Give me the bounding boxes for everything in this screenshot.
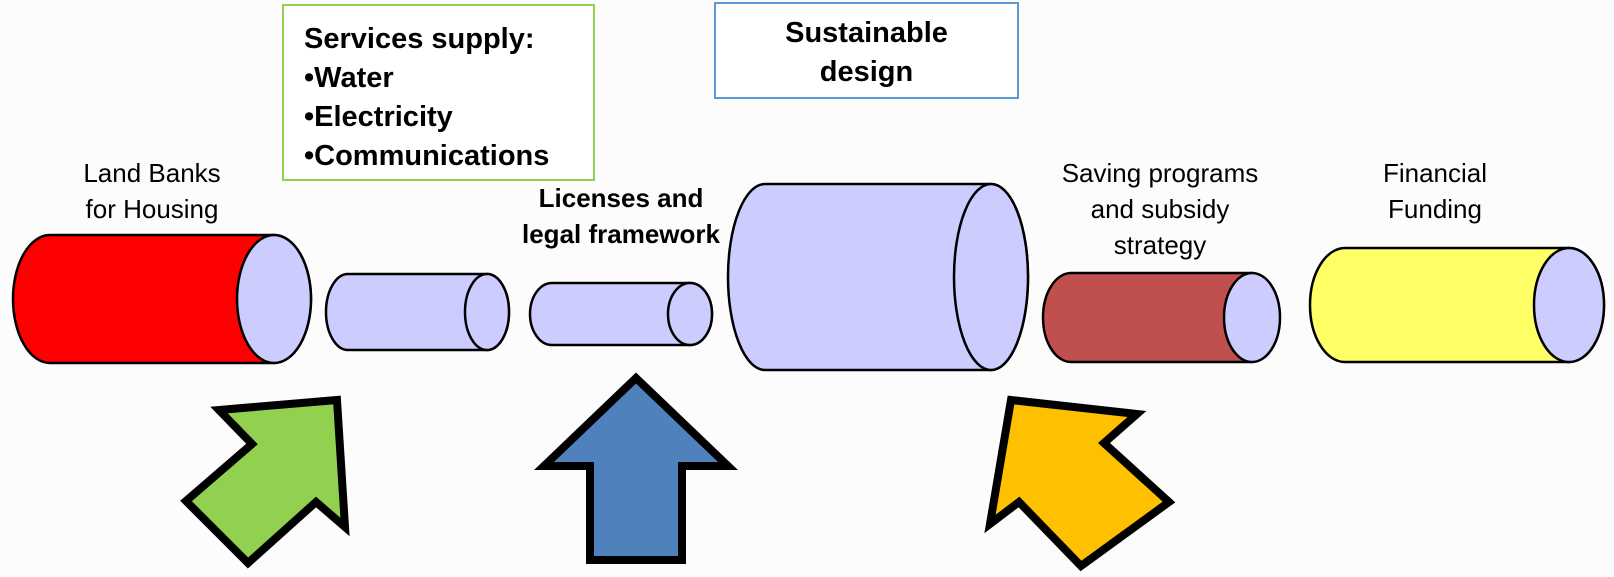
licenses-label-line-2: legal framework [522, 219, 720, 249]
financial-funding-pipe-end [1532, 246, 1606, 364]
services-supply-title: Services supply: [304, 23, 535, 55]
sustainable-design-box: Sustainable design [714, 2, 1019, 99]
financial-funding-label-line-2: Funding [1388, 194, 1482, 224]
sustainable-design-line-1: Sustainable [785, 17, 948, 49]
design-pipe-end [952, 182, 1030, 372]
licenses-pipe [528, 281, 714, 347]
land-banks-pipe [11, 233, 313, 365]
financial-funding-label: Financial Funding [1350, 155, 1520, 227]
land-banks-label: Land Banks for Housing [52, 155, 252, 227]
financial-funding-pipe [1308, 246, 1606, 364]
services-item-communications: •Communications [304, 140, 550, 172]
saving-programs-label: Saving programs and subsidy strategy [1040, 155, 1280, 263]
services-item-water: •Water [304, 62, 394, 94]
financial-funding-label-line-1: Financial [1382, 158, 1488, 188]
licenses-label: Licenses and legal framework [502, 180, 740, 252]
blue-arrow-icon [534, 372, 738, 564]
saving-programs-pipe-end [1222, 271, 1282, 364]
services-supply-box: Services supply: •Water •Electricity •Co… [282, 4, 595, 181]
services-pipe-end [463, 272, 511, 352]
saving-programs-label-line-1: Saving programs [1061, 158, 1259, 188]
services-item-electricity: •Electricity [304, 101, 453, 133]
saving-programs-label-line-3: strategy [1113, 230, 1207, 260]
orange-arrow-icon [984, 395, 1176, 572]
land-banks-pipe-end [235, 233, 313, 365]
design-pipe [726, 182, 1030, 372]
saving-programs-pipe [1041, 271, 1282, 364]
licenses-pipe-end [666, 281, 714, 347]
sustainable-design-line-2: design [819, 56, 914, 88]
land-banks-label-line-1: Land Banks [83, 158, 221, 188]
land-banks-label-line-2: for Housing [85, 194, 219, 224]
saving-programs-label-line-2: and subsidy [1090, 194, 1230, 224]
licenses-label-line-1: Licenses and [538, 183, 704, 213]
green-arrow-icon [180, 395, 350, 569]
services-pipe [324, 272, 511, 352]
